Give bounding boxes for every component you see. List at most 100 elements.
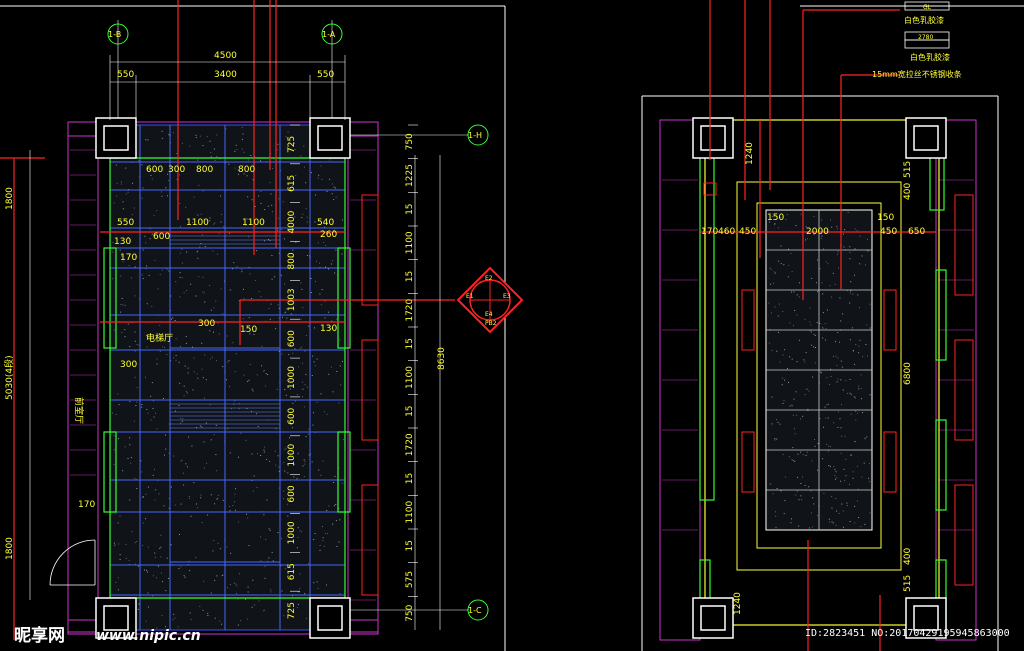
speckle-dot — [229, 505, 230, 507]
speckle-dot — [189, 498, 190, 500]
speckle-dot — [260, 160, 261, 162]
speckle-dot — [313, 582, 315, 584]
speckle-dot — [805, 239, 806, 241]
speckle-dot — [789, 356, 791, 358]
speckle-dot — [802, 476, 803, 478]
speckle-dot — [784, 349, 786, 351]
speckle-dot — [142, 544, 144, 546]
speckle-dot — [165, 626, 166, 628]
speckle-dot — [201, 368, 203, 370]
speckle-dot — [289, 437, 291, 439]
speckle-dot — [272, 211, 273, 213]
speckle-dot — [254, 225, 256, 227]
speckle-dot — [134, 350, 136, 352]
speckle-dot — [196, 251, 198, 253]
speckle-dot — [207, 514, 209, 516]
speckle-dot — [229, 510, 231, 512]
speckle-dot — [124, 304, 126, 306]
speckle-dot — [819, 268, 821, 270]
vinner-dim-1: 615 — [287, 175, 297, 192]
speckle-dot — [324, 317, 326, 319]
speckle-dot — [180, 422, 182, 424]
speckle-dot — [184, 576, 186, 578]
speckle-dot — [775, 515, 777, 517]
speckle-dot — [243, 151, 245, 153]
speckle-dot — [866, 436, 868, 438]
speckle-dot — [809, 527, 810, 529]
speckle-dot — [867, 355, 868, 357]
speckle-dot — [855, 410, 857, 412]
speckle-dot — [809, 321, 811, 323]
speckle-dot — [145, 518, 146, 520]
speckle-dot — [301, 346, 303, 348]
speckle-dot — [297, 453, 299, 455]
speckle-dot — [225, 128, 227, 130]
speckle-dot — [790, 252, 792, 254]
speckle-dot — [814, 445, 816, 447]
speckle-dot — [841, 503, 843, 505]
speckle-dot — [316, 260, 317, 262]
speckle-dot — [128, 265, 130, 267]
speckle-dot — [776, 438, 778, 440]
speckle-dot — [830, 368, 832, 370]
speckle-dot — [112, 412, 113, 414]
speckle-dot — [299, 588, 301, 590]
speckle-dot — [290, 313, 292, 315]
speckle-dot — [251, 388, 253, 390]
speckle-dot — [153, 575, 154, 577]
speckle-dot — [339, 519, 341, 521]
speckle-dot — [251, 453, 253, 455]
vright-dim-6: 15 — [405, 338, 415, 349]
speckle-dot — [266, 458, 268, 460]
speckle-dot — [197, 507, 199, 509]
speckle-dot — [852, 471, 854, 473]
speckle-dot — [179, 272, 181, 274]
speckle-dot — [155, 489, 157, 491]
speckle-dot — [249, 273, 251, 275]
speckle-dot — [827, 263, 829, 265]
speckle-dot — [141, 164, 143, 166]
speckle-dot — [182, 418, 184, 420]
speckle-dot — [288, 354, 290, 356]
speckle-dot — [235, 488, 237, 490]
speckle-dot — [328, 505, 330, 507]
speckle-dot — [235, 592, 237, 594]
speckle-dot — [846, 505, 848, 506]
speckle-dot — [159, 547, 161, 549]
vright-dim-5: 1720 — [405, 298, 415, 321]
speckle-dot — [770, 268, 772, 270]
speckle-dot — [837, 253, 838, 255]
speckle-dot — [850, 290, 852, 292]
speckle-dot — [141, 404, 143, 405]
speckle-dot — [855, 344, 857, 345]
speckle-dot — [263, 609, 265, 611]
speckle-dot — [295, 241, 297, 243]
speckle-dot — [284, 283, 286, 285]
speckle-dot — [312, 355, 314, 357]
speckle-dot — [811, 460, 813, 462]
speckle-dot — [212, 550, 214, 552]
speckle-dot — [847, 392, 848, 394]
speckle-dot — [146, 346, 148, 348]
speckle-dot — [313, 539, 315, 540]
speckle-dot — [314, 221, 316, 223]
speckle-dot — [315, 194, 317, 196]
speckle-dot — [189, 569, 191, 571]
speckle-dot — [227, 361, 229, 363]
speckle-dot — [800, 418, 802, 420]
speckle-dot — [855, 419, 857, 421]
speckle-dot — [222, 574, 224, 576]
speckle-dot — [155, 412, 157, 414]
speckle-dot — [850, 281, 852, 283]
speckle-dot — [226, 587, 228, 589]
speckle-dot — [252, 390, 254, 392]
speckle-dot — [809, 330, 811, 332]
speckle-dot — [769, 483, 771, 485]
speckle-dot — [813, 234, 815, 236]
speckle-dot — [305, 208, 307, 210]
speckle-dot — [311, 461, 313, 463]
speckle-dot — [813, 216, 815, 217]
speckle-dot — [278, 351, 280, 352]
speckle-dot — [791, 358, 793, 360]
speckle-dot — [228, 232, 230, 234]
